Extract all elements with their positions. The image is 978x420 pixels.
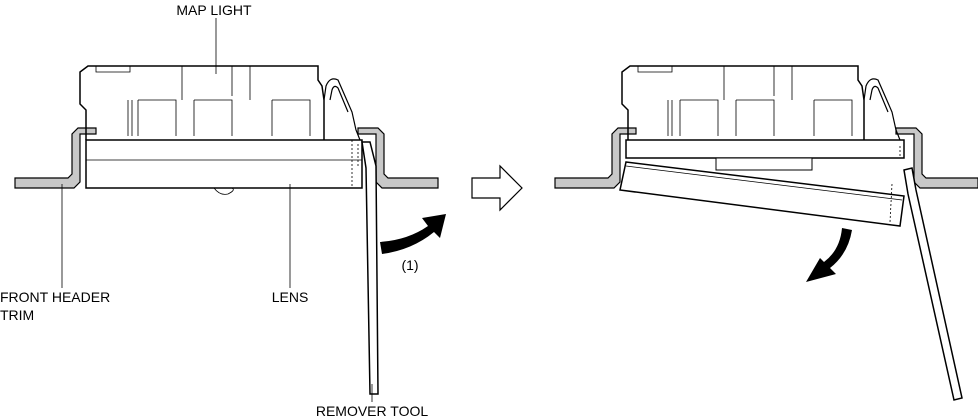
label-front-header-trim-line1: FRONT HEADER (0, 289, 110, 305)
remover-tool-left (361, 141, 379, 395)
right-panel-after (554, 65, 978, 401)
lens-tilted (619, 161, 905, 227)
remover-tool-right (903, 167, 963, 401)
label-lens: LENS (272, 289, 309, 305)
label-step-1: (1) (401, 257, 418, 273)
label-front-header-trim-line2: TRIM (0, 307, 34, 323)
rotate-arrow-down (806, 228, 852, 282)
label-remover-tool: REMOVER TOOL (316, 403, 429, 419)
left-panel-before (14, 18, 446, 402)
lens-body (85, 139, 363, 189)
front-header-trim-right (357, 127, 439, 189)
label-map-light: MAP LIGHT (176, 2, 252, 18)
front-header-trim-left-after (554, 127, 637, 189)
front-header-trim-left (14, 127, 97, 189)
map-light-housing (79, 65, 325, 140)
map-light-housing-after (621, 65, 865, 140)
transition-arrow (471, 164, 523, 212)
clip-spring (323, 78, 361, 141)
rotate-arrow-up (380, 214, 446, 254)
